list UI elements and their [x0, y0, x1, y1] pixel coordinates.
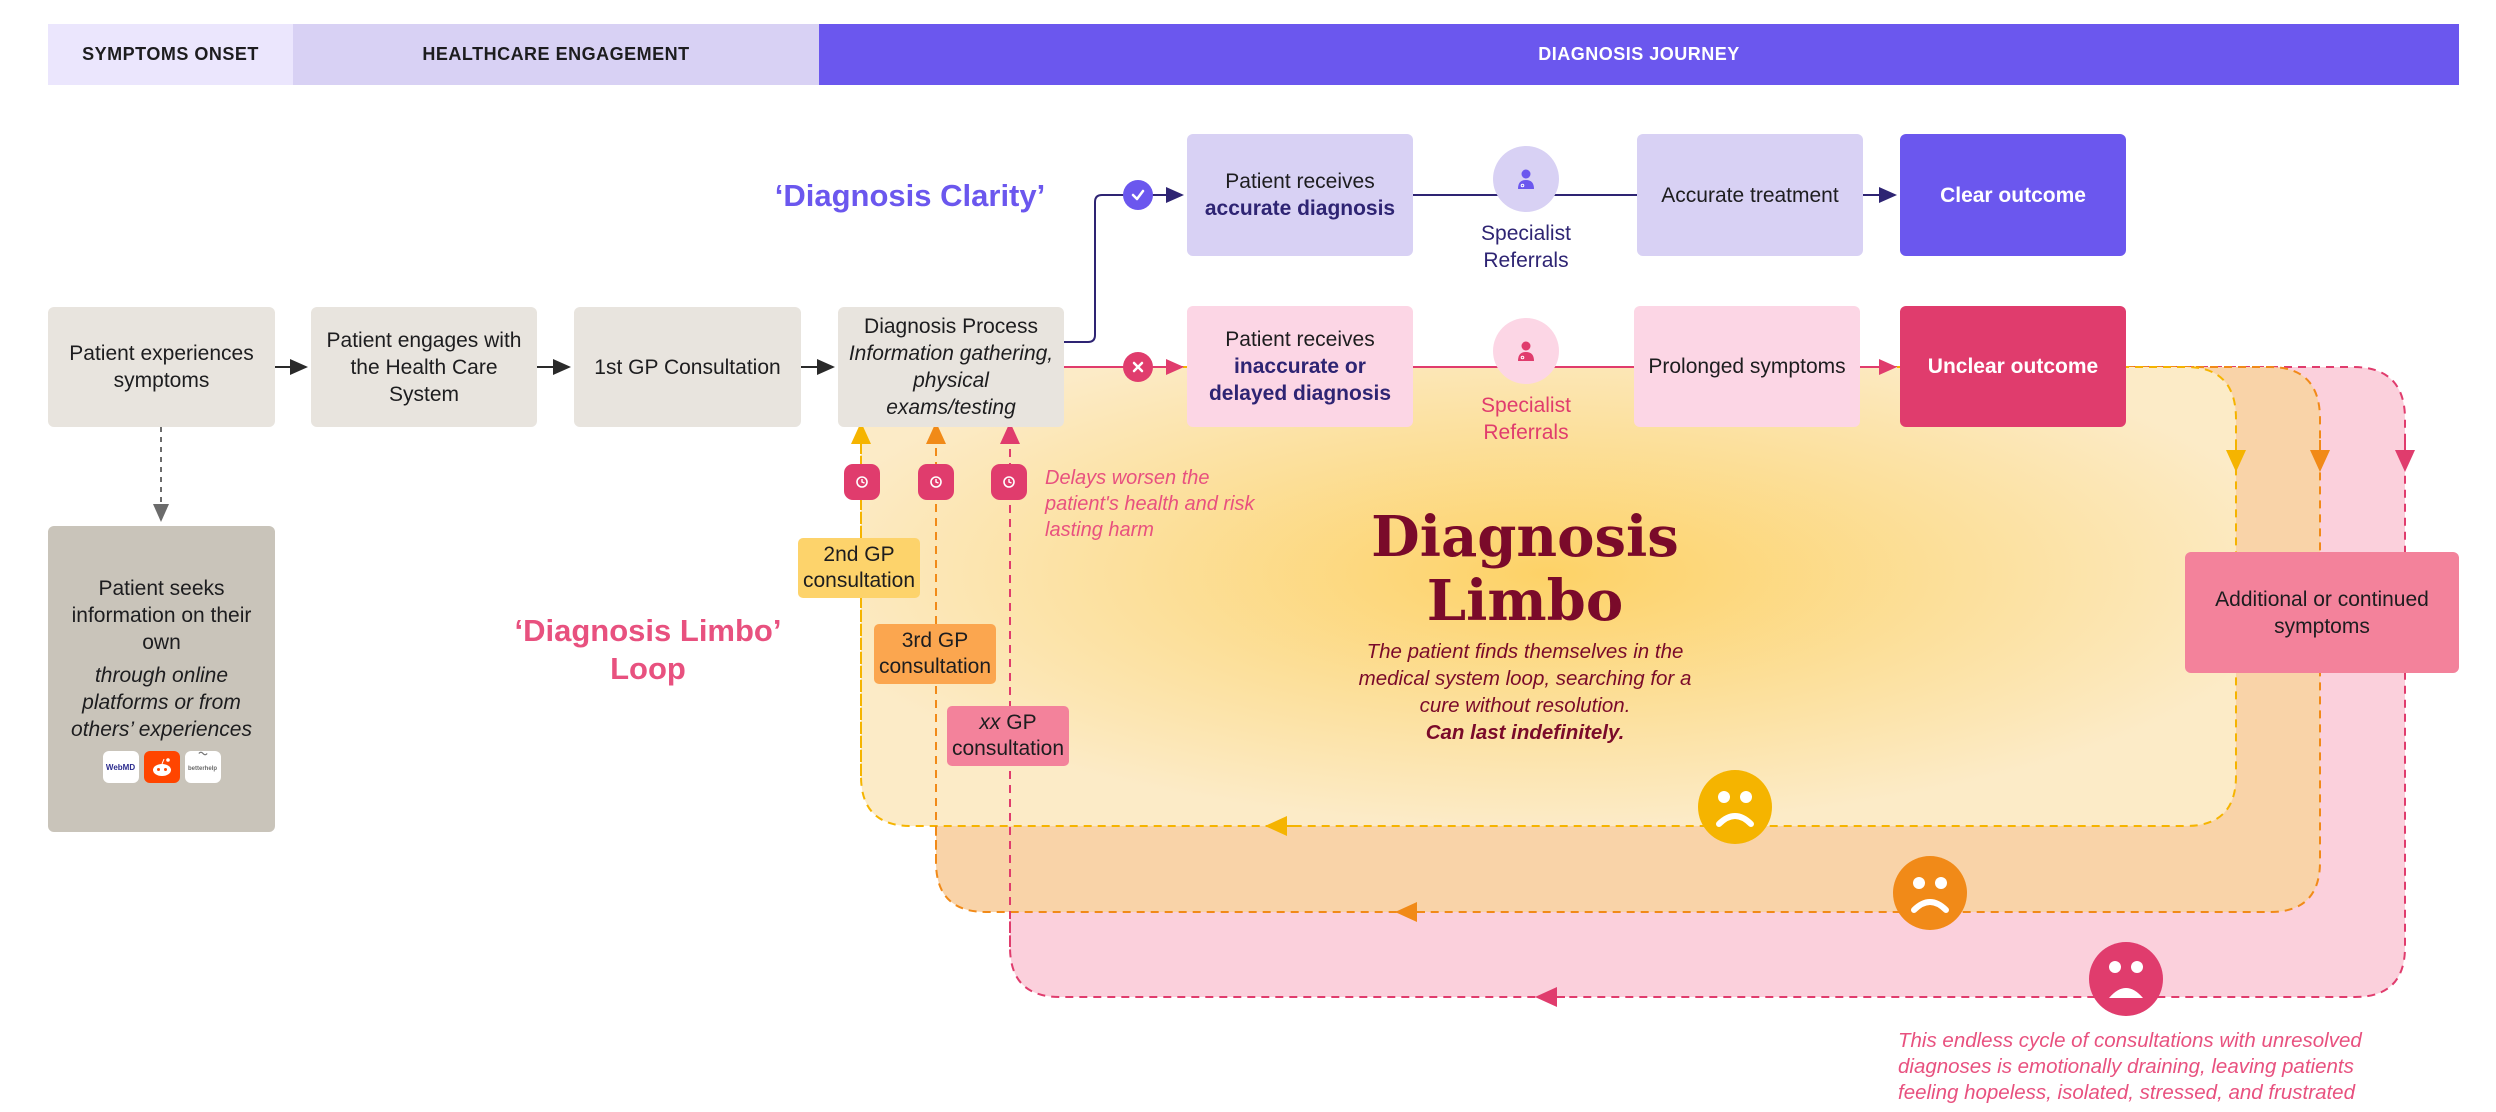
webmd-logo: WebMD	[102, 751, 139, 783]
label-text: ‘Diagnosis Limbo’ Loop	[514, 613, 782, 686]
box-text: Patient experiences symptoms	[69, 342, 254, 392]
box-additional-symptoms: Additional or continued symptoms	[2185, 552, 2459, 673]
betterhelp-logo: betterhelp	[184, 751, 221, 783]
box-prolonged-symptoms: Prolonged symptoms	[1634, 306, 1860, 427]
box-unclear-outcome: Unclear outcome	[1900, 306, 2126, 427]
desc-text: The patient finds themselves in the medi…	[1358, 640, 1692, 717]
box-text: Patient receives	[1225, 170, 1375, 193]
box-text: Accurate treatment	[1661, 183, 1839, 207]
box-text: Patient engages with the Health Care Sys…	[326, 328, 522, 406]
reddit-logo	[143, 751, 180, 783]
specialist-referrals-label: Specialist Referrals	[1446, 220, 1606, 274]
betterhelp-label: betterhelp	[187, 766, 217, 772]
gp-consultation-xx: xx GP consultation	[947, 706, 1069, 766]
gp-label: 2nd GP	[823, 543, 895, 566]
label-text: Specialist Referrals	[1481, 222, 1571, 272]
label-text: ‘Diagnosis Clarity’	[774, 178, 1046, 213]
clock-icon	[918, 464, 954, 500]
box-patient-engages: Patient engages with the Health Care Sys…	[311, 307, 537, 427]
clock-icon	[991, 464, 1027, 500]
header-symptoms-onset: SYMPTOMS ONSET	[48, 24, 293, 85]
note-text: This endless cycle of consultations with…	[1898, 1029, 2362, 1104]
doctor-icon	[1493, 146, 1559, 212]
close-icon	[1123, 352, 1153, 382]
box-accurate-diagnosis: Patient receives accurate diagnosis	[1187, 134, 1413, 256]
diagnosis-limbo-title: Diagnosis Limbo	[1330, 505, 1720, 633]
box-title: Patient seeks information on their own	[71, 577, 252, 654]
box-bold: accurate diagnosis	[1204, 197, 1396, 220]
clarity-path	[1064, 187, 1184, 343]
header-label: HEALTHCARE ENGAGEMENT	[422, 44, 690, 64]
delay-note: Delays worsen the patient's health and r…	[1045, 465, 1285, 543]
gp-consultation-3rd: 3rd GP consultation	[874, 624, 996, 684]
sad-face-icon	[1698, 770, 1772, 844]
loop-yellow	[860, 366, 2237, 827]
clock-icon	[844, 464, 880, 500]
diagnosis-clarity-label: ‘Diagnosis Clarity’	[770, 178, 1050, 214]
app-logos: WebMD betterhelp	[102, 751, 221, 783]
sad-face-icon	[1893, 856, 1967, 930]
box-clear-outcome: Clear outcome	[1900, 134, 2126, 256]
note-text: Delays worsen the patient's health and r…	[1045, 467, 1255, 541]
betterhelp-icon	[197, 751, 208, 756]
gp-label-row: xx GP	[979, 710, 1036, 736]
box-text: Clear outcome	[1940, 183, 2086, 207]
label-text: Specialist Referrals	[1481, 394, 1571, 444]
header-label: DIAGNOSIS JOURNEY	[1538, 44, 1740, 64]
box-text: Additional or continued symptoms	[2215, 587, 2429, 638]
diagnosis-limbo-description: The patient finds themselves in the medi…	[1355, 638, 1695, 746]
doctor-icon	[1493, 318, 1559, 384]
box-text: 1st GP Consultation	[594, 355, 781, 379]
box-seek-information: Patient seeks information on their own t…	[48, 526, 275, 832]
box-text: Unclear outcome	[1927, 355, 2099, 378]
box-diagnosis-process: Diagnosis Process Information gathering,…	[838, 307, 1064, 427]
box-bold: inaccurate or delayed diagnosis	[1208, 355, 1392, 405]
title-line: Diagnosis	[1371, 504, 1679, 570]
specialist-referrals-label: Specialist Referrals	[1446, 392, 1606, 446]
box-detail: through online platforms or from others’…	[71, 664, 252, 741]
gp-consultation-2nd: 2nd GP consultation	[798, 538, 920, 598]
box-inaccurate-diagnosis: Patient receives inaccurate or delayed d…	[1187, 306, 1413, 427]
sad-face-icon	[2089, 942, 2163, 1016]
gp-prefix: xx	[979, 711, 1001, 734]
box-patient-experiences-symptoms: Patient experiences symptoms	[48, 307, 275, 427]
check-icon	[1123, 180, 1153, 210]
reddit-icon	[152, 758, 171, 776]
box-title: Diagnosis Process	[864, 315, 1038, 338]
emotional-note: This endless cycle of consultations with…	[1898, 1028, 2398, 1106]
gp-label: 3rd GP	[901, 629, 969, 652]
box-text: Patient receives	[1225, 328, 1375, 351]
box-detail: Information gathering, physical exams/te…	[848, 342, 1054, 419]
header-label: SYMPTOMS ONSET	[82, 44, 259, 64]
webmd-label: WebMD	[105, 762, 136, 772]
box-text: Prolonged symptoms	[1648, 355, 1846, 378]
header-diagnosis-journey: DIAGNOSIS JOURNEY	[819, 24, 2459, 85]
gp-sub: consultation	[951, 737, 1065, 760]
gp-label: GP	[1000, 711, 1037, 734]
header-healthcare-engagement: HEALTHCARE ENGAGEMENT	[293, 24, 819, 85]
gp-sub: consultation	[878, 655, 992, 678]
desc-bold: Can last indefinitely.	[1425, 721, 1625, 744]
diagnosis-limbo-loop-label: ‘Diagnosis Limbo’ Loop	[500, 612, 796, 688]
title-line: Limbo	[1426, 568, 1624, 634]
box-accurate-treatment: Accurate treatment	[1637, 134, 1863, 256]
box-first-gp-consultation: 1st GP Consultation	[574, 307, 801, 427]
gp-sub: consultation	[802, 569, 916, 592]
